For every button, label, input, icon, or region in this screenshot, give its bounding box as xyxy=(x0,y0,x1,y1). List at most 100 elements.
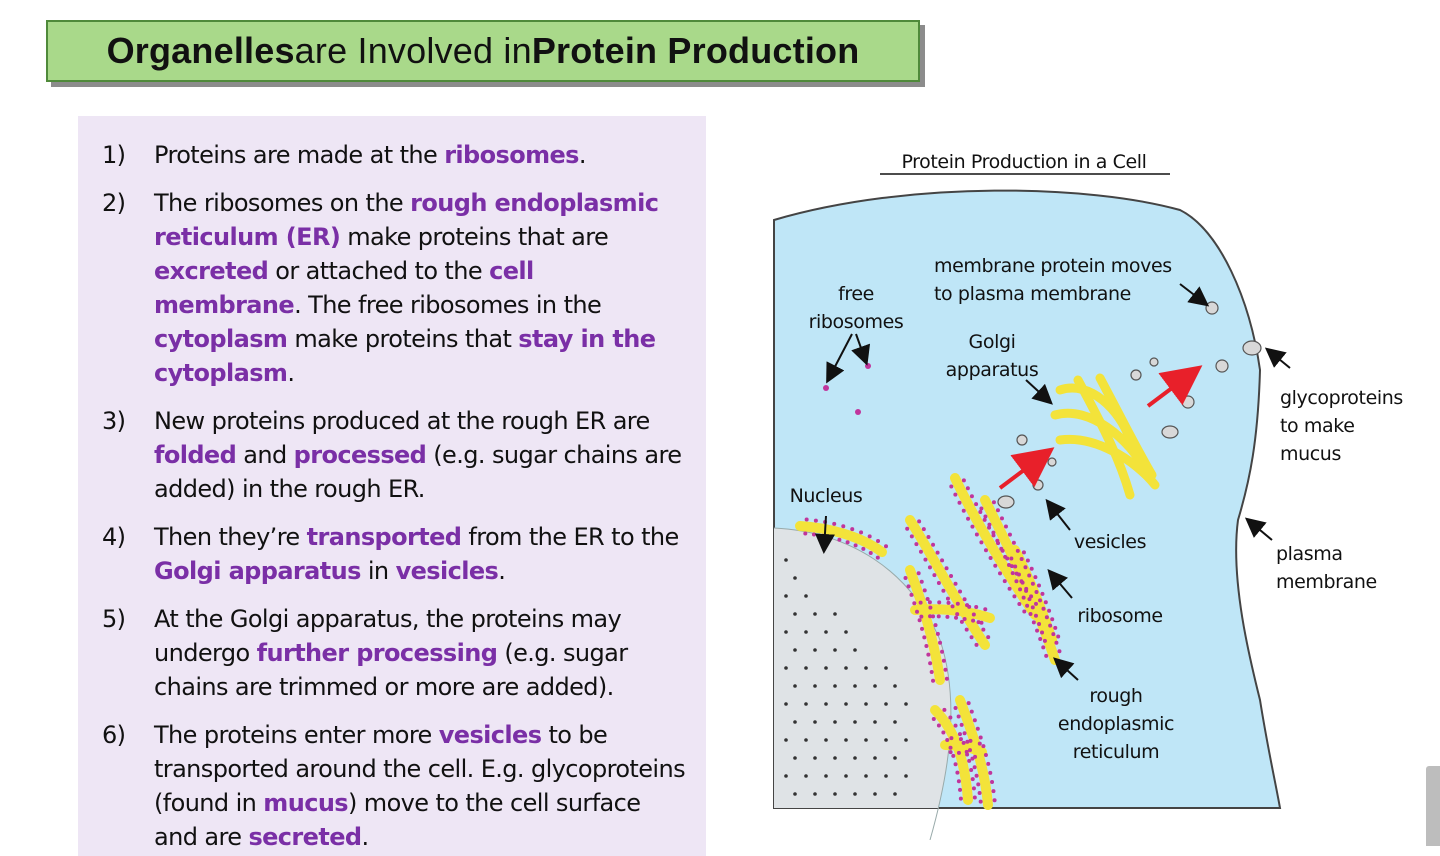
label-line: to plasma membrane xyxy=(934,283,1131,305)
ribosome xyxy=(912,601,917,606)
chromatin-dot xyxy=(804,702,808,706)
step-text: Then they’re transported from the ER to … xyxy=(154,520,686,588)
step-text-segment: . xyxy=(578,141,587,169)
chromatin-dot xyxy=(853,720,857,724)
ribosome xyxy=(876,538,881,543)
ribosome xyxy=(1053,625,1058,630)
ribosome xyxy=(971,618,976,623)
ribosome xyxy=(1034,601,1039,606)
key-term: further processing xyxy=(256,639,498,667)
pointer-nucleus xyxy=(814,515,835,554)
chromatin-dot xyxy=(833,648,837,652)
ribosome xyxy=(965,603,970,608)
ribosome xyxy=(905,526,910,531)
ribosome xyxy=(1038,598,1043,603)
ribosome xyxy=(983,548,988,553)
ribosome xyxy=(1016,572,1021,577)
ribosome xyxy=(1011,540,1016,545)
ribosome xyxy=(949,736,954,741)
step-text: At the Golgi apparatus, the proteins may… xyxy=(154,602,686,704)
ribosome xyxy=(965,739,970,744)
step-text: The ribosomes on the rough endoplasmic r… xyxy=(154,186,686,390)
ribosome xyxy=(977,741,982,746)
step-text-segment: . xyxy=(498,557,506,585)
ribosome xyxy=(944,676,949,681)
ribosome xyxy=(988,555,993,560)
ribosome xyxy=(983,752,988,757)
ribosome xyxy=(969,494,974,499)
key-term: vesicles xyxy=(395,557,499,585)
vesicle xyxy=(1047,457,1057,467)
ribosome xyxy=(1018,587,1023,592)
chromatin-dot xyxy=(813,756,817,760)
cell-diagram-svg: Protein Production in a Cell xyxy=(773,151,1404,840)
chromatin-dot xyxy=(853,828,857,832)
ribosome xyxy=(931,542,936,547)
ribosome xyxy=(969,768,974,773)
ribosome xyxy=(927,565,932,570)
label-line: apparatus xyxy=(946,359,1039,381)
chromatin-dot xyxy=(804,738,808,742)
step-text-segment: in xyxy=(360,557,396,585)
ribosome xyxy=(972,795,977,800)
ribosome xyxy=(974,642,979,647)
ribosome xyxy=(926,534,931,539)
ribosome xyxy=(903,576,908,581)
ribosome xyxy=(1022,609,1027,614)
ribosome xyxy=(928,605,933,610)
ribosome xyxy=(933,623,938,628)
label-line: Nucleus xyxy=(790,485,863,507)
ribosome xyxy=(981,627,986,632)
chromatin-dot xyxy=(824,630,828,634)
chromatin-dot xyxy=(804,594,808,598)
ribosome xyxy=(1019,557,1024,562)
ribosome xyxy=(972,765,977,770)
label-line: mucus xyxy=(1280,443,1341,465)
ribosome xyxy=(974,773,979,778)
chromatin-dot xyxy=(784,558,788,562)
ribosome xyxy=(955,612,960,617)
ribosome xyxy=(973,754,978,759)
ribosome xyxy=(906,584,911,589)
ribosome xyxy=(970,524,975,529)
ribosome xyxy=(1009,556,1014,561)
ribosome xyxy=(979,540,984,545)
step-text-segment: (e.g. sugar chains are trimmed or more a… xyxy=(154,639,628,701)
ribosome xyxy=(909,592,914,597)
ribosome xyxy=(1025,558,1030,563)
page-title: Organelles are Involved in Protein Produ… xyxy=(46,20,920,82)
chromatin-dot xyxy=(833,720,837,724)
pointer-glycoproteins xyxy=(1264,347,1291,369)
golgi-cisterna-4 xyxy=(1073,375,1135,500)
ribosome xyxy=(938,640,943,645)
ribosome xyxy=(931,614,936,619)
ribosome xyxy=(829,535,834,540)
label-line: free xyxy=(838,283,874,305)
pointer-membrane-protein xyxy=(1179,283,1210,307)
ribosome xyxy=(914,542,919,547)
key-term: vesicles xyxy=(438,721,542,749)
nucleus-chromatin-dots xyxy=(784,558,908,832)
step-text-segment: New proteins produced at the rough ER ar… xyxy=(154,407,650,435)
er-tube-10 xyxy=(940,740,987,757)
step-text-segment: (e.g. sugar chains are added) in the rou… xyxy=(154,441,682,503)
label-line: Golgi xyxy=(969,331,1016,353)
chromatin-dot xyxy=(904,810,908,814)
vertical-scrollbar-thumb[interactable] xyxy=(1426,766,1440,846)
chromatin-dot xyxy=(853,756,857,760)
ribosome xyxy=(1054,640,1059,645)
ribosome xyxy=(1025,603,1030,608)
ribosome xyxy=(1030,581,1035,586)
chromatin-dot xyxy=(873,756,877,760)
chromatin-dot xyxy=(844,630,848,634)
ribosome xyxy=(1057,649,1062,654)
ribosome xyxy=(845,540,850,545)
title-part-organelles: Organelles xyxy=(106,30,295,71)
er-tube-5 xyxy=(905,565,945,685)
ribosome xyxy=(978,799,983,804)
